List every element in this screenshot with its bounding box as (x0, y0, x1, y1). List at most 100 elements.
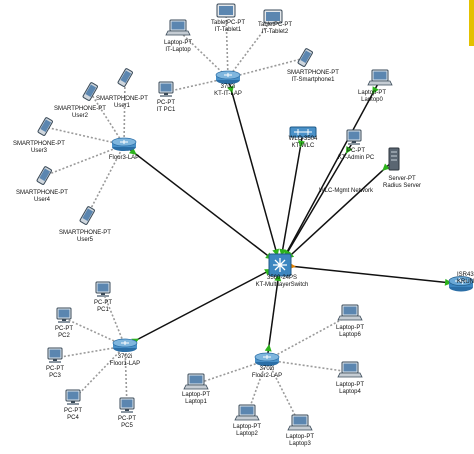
device-label: PC-PT (46, 366, 64, 372)
access-point-icon (254, 352, 280, 366)
device-label: IT-Tablet1 (215, 27, 242, 33)
device-label: KT-IT-LAP (214, 91, 242, 97)
wireless-link (266, 359, 301, 426)
device-label: 3702i (260, 366, 275, 372)
link-status-indicator (227, 85, 234, 94)
device-label: PC-PT (94, 300, 112, 306)
pc-icon (56, 307, 72, 323)
smartphone-icon (117, 68, 133, 87)
pc-icon (95, 281, 111, 297)
device-label: KRUNGTHEP_F (457, 279, 474, 285)
link-status-indicator (274, 273, 282, 282)
wired-link (123, 144, 281, 266)
device-label: SMARTPHONE-PT (13, 141, 65, 147)
device-label: IT PC1 (157, 107, 176, 113)
wired-link (279, 264, 462, 285)
device-label: PC-PT (157, 100, 175, 106)
access-point-icon (111, 137, 137, 151)
wireless-link (195, 359, 268, 385)
device-label: Laptop-PT (336, 325, 364, 331)
device-label: TabletPC-PT (211, 20, 245, 26)
device-label: Laptop-PT (358, 90, 386, 96)
device-label: PC-PT (64, 408, 82, 414)
router-icon (448, 276, 474, 292)
device-label: TabletPC-PT (258, 22, 292, 28)
device-label: Laptop-PT (336, 382, 364, 388)
laptop-icon (287, 414, 313, 431)
laptop-icon (234, 404, 260, 421)
device-label: 3560-24PS (267, 275, 297, 281)
device-krungthep-router[interactable]: ISR4321KRUNGTHEP_F (448, 272, 474, 292)
device-label: ISR4321 (457, 272, 474, 278)
device-label: PC-PT (118, 416, 136, 422)
link-status-indicator (444, 278, 453, 286)
access-point-icon (112, 338, 138, 352)
wireless-link (102, 291, 126, 347)
device-label: Laptop-PT (233, 424, 261, 430)
wired-link (227, 77, 281, 266)
access-point-icon (215, 70, 241, 84)
device-label: Laptop4 (339, 389, 361, 395)
smartphone-icon (297, 48, 313, 67)
laptop-icon (165, 19, 191, 36)
device-label: SMARTPHONE-PT (287, 70, 339, 76)
device-label: KT-WLC (292, 143, 315, 149)
wireless-link (177, 29, 229, 79)
device-label: PC1 (97, 307, 109, 313)
device-label: User5 (77, 237, 94, 243)
wireless-link (86, 144, 125, 217)
device-label: Laptop2 (236, 431, 258, 437)
wlc-icon (289, 126, 317, 138)
device-label: IT-Tablet2 (262, 29, 289, 35)
pc-icon (158, 81, 174, 97)
device-label: Server-PT (388, 176, 416, 182)
device-label: PC-PT (55, 326, 73, 332)
device-label: Laptop1 (185, 399, 207, 405)
device-label: IT-Smartphone1 (291, 77, 335, 83)
device-label: Laptop6 (339, 332, 361, 338)
device-floor3-lap[interactable]: Floor3-LAP (109, 137, 139, 161)
device-label: Laptop-PT (286, 434, 314, 440)
device-label: Laptop-PT (164, 40, 192, 46)
link-status-indicator (128, 147, 137, 155)
device-wlc-mgmt-network[interactable]: WLC-Mgmt Network (319, 188, 374, 194)
tablet-icon (263, 9, 283, 24)
smartphone-icon (37, 117, 53, 136)
laptop-icon (183, 373, 209, 390)
laptop-icon (337, 304, 363, 321)
wireless-link (72, 345, 126, 401)
link-status-indicator (372, 86, 379, 95)
link-status-indicator (345, 145, 353, 154)
device-label: 3702i (221, 84, 236, 90)
